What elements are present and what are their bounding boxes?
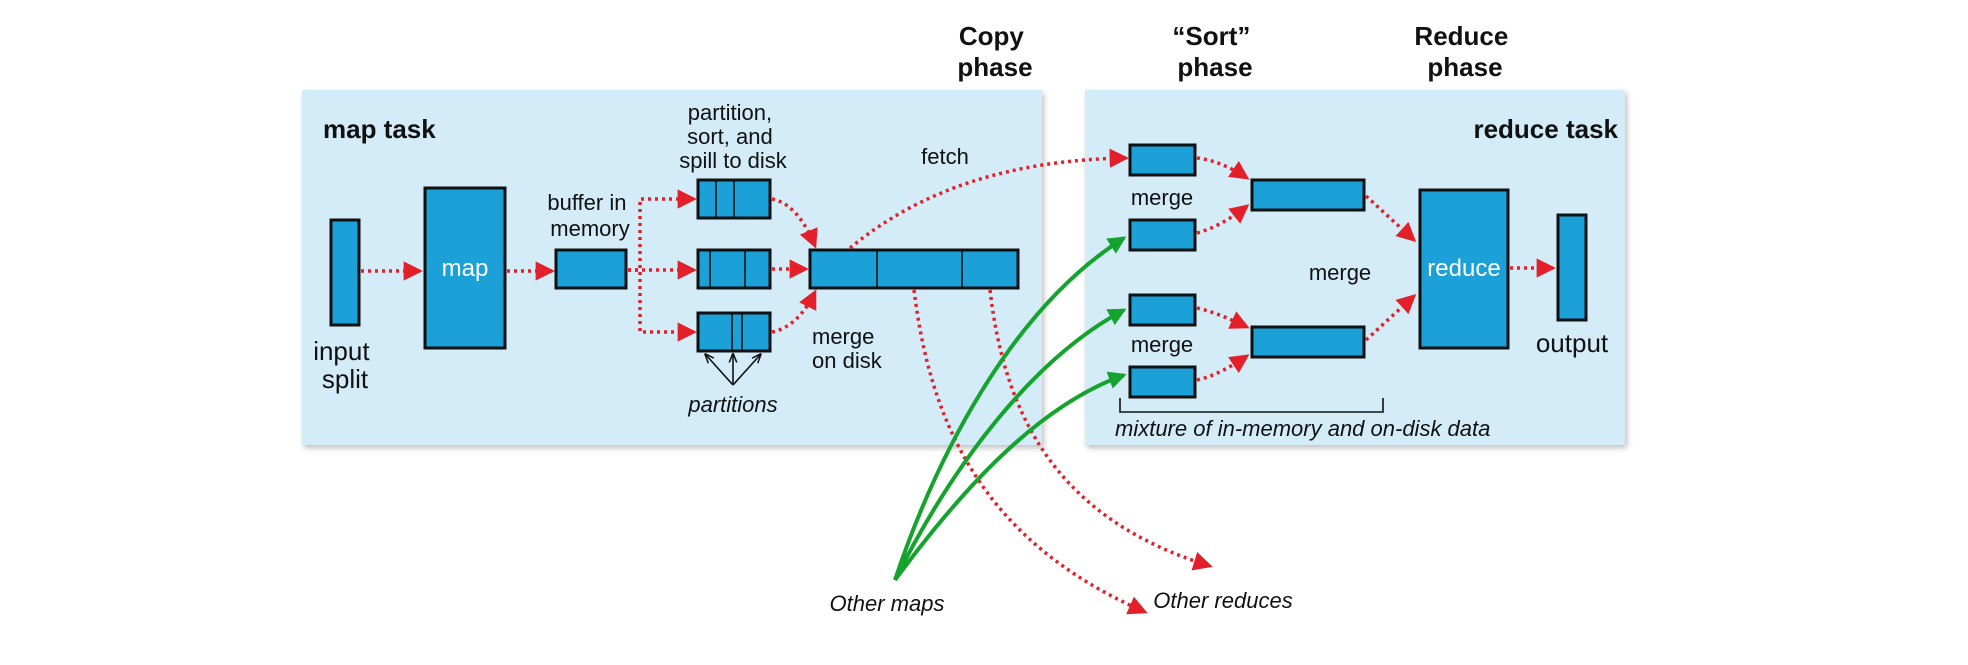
reduce-phase-label: Reduce phase	[1414, 21, 1515, 82]
other-reduces-label: Other reduces	[1153, 588, 1292, 613]
sort-phase-label: “Sort” phase	[1172, 21, 1257, 82]
merge-on-disk-label: merge on disk	[812, 324, 883, 373]
arrow-other-maps-to-seg2	[893, 236, 1127, 581]
copy-phase-line-1: Copy	[959, 21, 1025, 51]
reduce-box-label: reduce	[1427, 255, 1500, 282]
map-box	[423, 186, 507, 350]
merge-on-disk-line-2: on disk	[812, 348, 883, 373]
mixture-label: mixture of in-memory and on-disk data	[1115, 416, 1490, 441]
buffer-line-2: memory	[550, 216, 629, 241]
arrow-seg3-to-merged-bottom	[1196, 306, 1250, 329]
reduce-box	[1418, 188, 1510, 350]
map-box-label: map	[442, 255, 489, 282]
input-split-line-2: split	[322, 364, 369, 394]
merge-label-top: merge	[1131, 185, 1193, 210]
reduce-task-title: reduce task	[1473, 114, 1618, 144]
input-split-label: input split	[313, 336, 377, 394]
arrow-buffer-to-spill-3	[628, 268, 697, 342]
fetched-segment-3	[1128, 293, 1197, 327]
partitions-pointer-left	[706, 355, 734, 386]
other-maps-label: Other maps	[830, 591, 945, 616]
output-label: output	[1536, 328, 1609, 358]
sort-phase-line-1: “Sort”	[1172, 21, 1250, 51]
fetched-segment-1	[1128, 143, 1197, 177]
other-maps-arrows	[893, 236, 1127, 582]
arrow-other-maps-to-seg4	[893, 371, 1127, 582]
copy-phase-line-2: phase	[957, 52, 1032, 82]
partition-line-1: partition,	[688, 100, 772, 125]
arrow-seg1-to-merged-top	[1196, 156, 1250, 180]
spill-file-1	[696, 178, 772, 220]
merge-on-disk-line-1: merge	[812, 324, 874, 349]
spill-file-3	[696, 311, 772, 353]
merged-segment-bottom	[1250, 325, 1366, 359]
merge-label-bottom: merge	[1131, 332, 1193, 357]
reduce-phase-line-2: phase	[1427, 52, 1502, 82]
arrow-spill-1-to-merge	[771, 197, 818, 249]
arrow-spill-3-to-merge	[771, 289, 817, 334]
copy-phase-label: Copy phase	[957, 21, 1032, 82]
spill-file-2-box	[696, 248, 772, 290]
fetch-label: fetch	[921, 144, 969, 169]
arrow-seg2-to-merged-top	[1196, 204, 1250, 235]
partitions-pointer	[706, 355, 760, 386]
merge-label-middle: merge	[1309, 260, 1371, 285]
partition-line-2: sort, and	[687, 124, 773, 149]
fetched-segment-4	[1128, 365, 1197, 399]
partitions-pointer-right	[732, 355, 760, 386]
arrow-other-maps-to-seg3	[893, 308, 1127, 581]
arrow-to-other-reduces-2	[988, 289, 1213, 571]
spill-file-3-box	[696, 311, 772, 353]
data-flow-arrows	[361, 148, 1556, 615]
merged-output-box	[808, 248, 1020, 290]
output-box	[1556, 213, 1588, 322]
input-split-line-1: input	[313, 336, 370, 366]
buffer-box	[554, 248, 628, 290]
arrow-fetch	[848, 148, 1129, 250]
buffer-line-1: buffer in	[547, 190, 626, 215]
spill-file-2	[696, 248, 772, 290]
sort-phase-line-2: phase	[1177, 52, 1252, 82]
buffer-label: buffer in memory	[547, 190, 632, 241]
merged-output-file	[808, 248, 1020, 290]
partition-line-3: spill to disk	[679, 148, 788, 173]
map-task-title: map task	[323, 114, 436, 144]
partition-sort-spill-label: partition, sort, and spill to disk	[679, 100, 788, 173]
fetched-segment-2	[1128, 218, 1197, 252]
mixture-bracket	[1119, 398, 1384, 413]
reduce-phase-line-1: Reduce	[1414, 21, 1508, 51]
partitions-label: partitions	[687, 392, 777, 417]
arrow-seg4-to-merged-bottom	[1196, 354, 1250, 382]
merged-segment-top	[1250, 178, 1366, 212]
input-split-box	[329, 218, 361, 327]
